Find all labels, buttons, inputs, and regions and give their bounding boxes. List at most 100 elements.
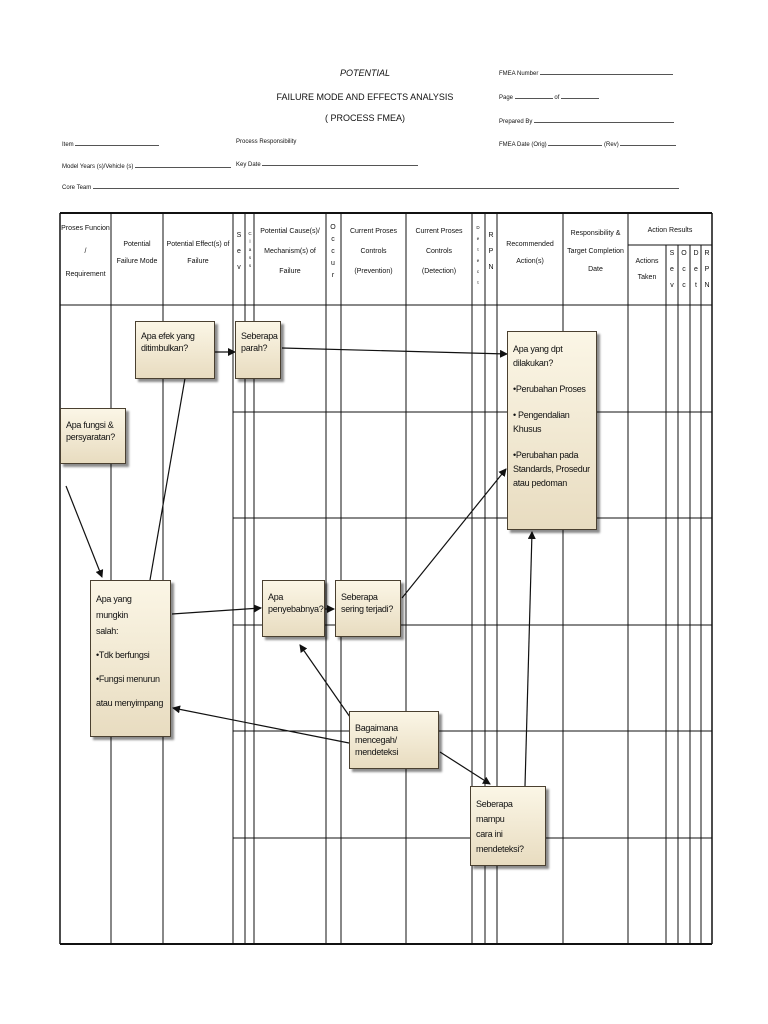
col-actions-taken: Actions Taken <box>628 254 666 286</box>
col-letter: O <box>330 224 336 231</box>
col-letter: P <box>488 248 494 255</box>
box-efek: Apa efek yang ditimbulkan? <box>135 321 215 379</box>
col-label: (Detection) <box>421 268 457 275</box>
box-dilakukan: Apa yang dpt dilakukan? •Perubahan Prose… <box>507 331 597 530</box>
col-letter: D <box>476 225 480 230</box>
model-years-label: Model Years (s)/Vehicle (s) <box>62 164 134 170</box>
box-line: penyebabnya? <box>268 604 324 614</box>
col-label: Failure <box>187 258 209 265</box>
box-line: Apa efek yang <box>141 331 195 341</box>
col-label: Taken <box>637 274 657 281</box>
box-line: mendeteksi? <box>476 844 524 854</box>
col-letter: O <box>681 250 687 257</box>
box-line: dilakukan? <box>513 358 554 368</box>
col-rpn: R P N <box>487 228 495 276</box>
col-proses-funcion: Proses Funcion / Requirement <box>60 222 111 281</box>
arrow-penyebab-mencegah <box>299 644 351 718</box>
page-label: Page <box>499 95 514 101</box>
col-label: Target Completion <box>567 248 624 255</box>
col-letter: N <box>704 282 710 289</box>
box-salah: Apa yang mungkin salah: •Tdk berfungsi •… <box>90 580 171 737</box>
col-prevention: Current Proses Controls (Prevention) <box>341 225 406 279</box>
box-mencegah: Bagaimana mencegah/ mendeteksi <box>349 711 439 769</box>
box-line: • Pengendalian Khusus <box>513 410 570 434</box>
fmea-number-field[interactable]: FMEA Number <box>499 71 674 77</box>
col-label: Responsibility & <box>570 230 621 237</box>
box-line: salah: <box>96 626 119 636</box>
col-letter: t <box>477 280 479 285</box>
col-recommended: Recommended Action(s) <box>497 238 563 268</box>
prepared-by-field[interactable]: Prepared By <box>499 119 675 125</box>
col-letter: u <box>331 260 335 267</box>
col-potential-failure-mode: Potential Failure Mode <box>111 238 163 268</box>
of-line <box>561 98 600 99</box>
box-line: atau menyimpang <box>96 698 164 708</box>
item-line <box>75 145 160 146</box>
col-label: Current Proses <box>415 228 463 235</box>
prepared-by-label: Prepared By <box>499 119 533 125</box>
col-label: (Prevention) <box>354 268 393 275</box>
box-mampu: Seberapa mampu cara ini mendeteksi? <box>470 786 546 866</box>
box-line: persyaratan? <box>66 432 115 442</box>
col-label: Potential Cause(s)/ <box>260 228 320 235</box>
page-line <box>514 98 553 99</box>
col-letter: C <box>248 231 252 236</box>
model-years-line <box>135 167 232 168</box>
col-letter: e <box>237 248 241 255</box>
fmea-date-line <box>548 145 603 146</box>
col-letter: t <box>695 282 697 289</box>
of-label: of <box>554 95 560 101</box>
core-team-field[interactable]: Core Team <box>62 185 679 191</box>
col-letter: R <box>704 250 710 257</box>
col-occur: O c c u r <box>329 222 337 282</box>
col-action-results: Action Results <box>647 227 693 234</box>
col-letter: s <box>248 263 252 268</box>
rev-line <box>620 145 677 146</box>
title-fmea: FAILURE MODE AND EFFECTS ANALYSIS <box>276 92 454 102</box>
col-res-sev: S e v <box>668 246 676 294</box>
col-label: Actions <box>635 258 659 265</box>
box-line: Seberapa mampu <box>476 799 513 824</box>
col-label: Potential Effect(s) of <box>166 241 230 248</box>
col-res-occ: O c c <box>680 246 688 294</box>
arrow-sering-to-dilakukan <box>401 468 507 599</box>
col-label: Proses Funcion <box>61 225 110 232</box>
col-letter: e <box>694 266 698 273</box>
core-team-line <box>92 188 679 189</box>
col-letter: e <box>476 236 480 241</box>
col-letter: R <box>488 232 494 239</box>
col-label: Potential <box>123 241 151 248</box>
col-letter: l <box>249 239 251 244</box>
col-letter: a <box>248 247 252 252</box>
box-line: Apa <box>268 592 284 602</box>
col-label: Mechanism(s) of <box>264 248 316 255</box>
col-letter: e <box>476 258 480 263</box>
box-line: •Fungsi menurun <box>96 674 160 684</box>
col-label: Failure <box>279 268 301 275</box>
box-sering: Seberapa sering terjadi? <box>335 580 401 637</box>
box-line: mendeteksi <box>355 747 399 757</box>
model-years-field[interactable]: Model Years (s)/Vehicle (s) <box>62 164 232 170</box>
title-potential: POTENTIAL <box>339 68 390 78</box>
item-field[interactable]: Item <box>62 142 160 148</box>
key-date-label: Key Date <box>236 162 261 168</box>
col-letter: c <box>682 266 686 273</box>
box-line: sering terjadi? <box>341 604 394 614</box>
key-date-field[interactable]: Key Date <box>236 162 419 168</box>
col-label: Requirement <box>65 271 106 278</box>
col-letter: v <box>670 282 674 289</box>
fmea-date-field[interactable]: FMEA Date (Orig) (Rev) <box>499 142 677 148</box>
col-letter: c <box>331 248 335 255</box>
col-sev: S e v <box>235 228 243 276</box>
col-letter: e <box>670 266 674 273</box>
col-letter: c <box>476 269 480 274</box>
col-responsibility: Responsibility & Target Completion Date <box>563 228 628 276</box>
core-team-label: Core Team <box>62 185 92 191</box>
col-letter: c <box>682 282 686 289</box>
item-label: Item <box>62 142 74 148</box>
page-field[interactable]: Page of <box>499 95 600 101</box>
box-line: Apa yang mungkin <box>96 594 132 620</box>
box-line: Standards, Prosedur <box>513 464 590 474</box>
arrow-mencegah-to-mampu <box>439 751 491 785</box>
